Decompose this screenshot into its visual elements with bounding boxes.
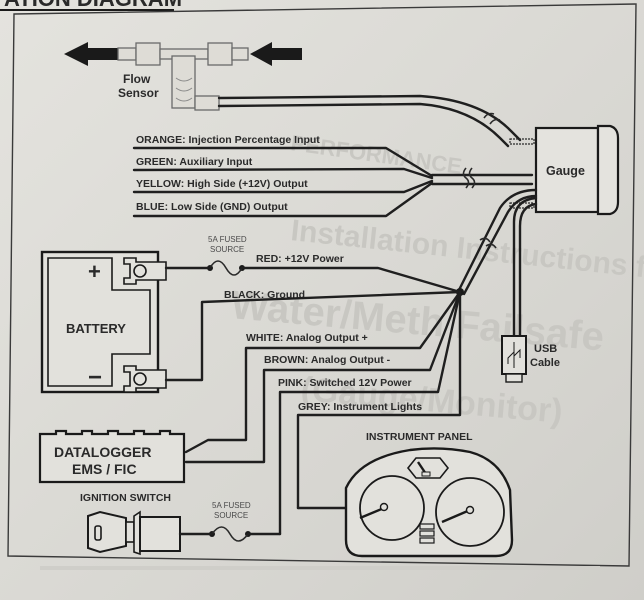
- usb-symbol-icon: [507, 342, 521, 368]
- flow-out-arrow-icon: [64, 42, 118, 66]
- right-needle: [441, 508, 471, 524]
- datalogger-label: DATALOGGER: [54, 444, 151, 460]
- fuse-element: [211, 526, 249, 542]
- diagram-frame: [7, 3, 637, 567]
- bleed-smudge: [40, 566, 600, 570]
- wire-label-green: GREEN: Auxiliary Input: [136, 156, 253, 168]
- fuse-label: 5A FUSED: [208, 235, 247, 244]
- left-needle: [359, 506, 385, 520]
- ignition-body: [139, 516, 181, 552]
- cable-break: [462, 167, 476, 189]
- wire-black: [164, 290, 462, 382]
- indicator-light: [419, 530, 435, 537]
- wire-red: [164, 266, 462, 294]
- flow-sensor-label: Flow: [123, 72, 151, 86]
- datalogger-label: EMS / FIC: [72, 461, 137, 477]
- battery: BATTERY + −: [40, 250, 167, 394]
- fitting: [207, 42, 233, 66]
- cable-break: [479, 237, 497, 249]
- fuse-bottom: 5A FUSED SOURCE: [178, 501, 282, 542]
- battery-label: BATTERY: [66, 321, 126, 336]
- usb-label: Cable: [530, 357, 560, 369]
- terminal-bolt: [133, 264, 147, 278]
- fuse-element: [209, 260, 243, 276]
- fuse-label: 5A FUSED: [212, 501, 251, 510]
- ignition-label: IGNITION SWITCH: [80, 492, 171, 504]
- instrument-cluster: [344, 447, 514, 558]
- needle-hub: [379, 502, 389, 512]
- flow-sensor-cable: [217, 94, 522, 142]
- power-wires: RED: +12V Power BLACK: Ground WHITE: Ana…: [164, 253, 462, 536]
- usb-wire: [512, 196, 538, 338]
- gauge-body: [534, 126, 600, 214]
- mounting-stud: [509, 138, 535, 145]
- terminal-bolt: [133, 372, 147, 386]
- signal-wires: ORANGE: Injection Percentage Input GREEN…: [132, 134, 534, 218]
- right-dial: [435, 477, 505, 547]
- wire-orange: [132, 146, 434, 178]
- fuse-label: SOURCE: [210, 245, 244, 254]
- wire-label-grey: GREY: Instrument Lights: [298, 401, 422, 413]
- needle-hub: [465, 505, 475, 515]
- flow-in-arrow-icon: [250, 42, 302, 66]
- wire-grey: [296, 290, 462, 510]
- wire-blue: [132, 181, 434, 218]
- sensor-detail: [175, 77, 193, 102]
- instrument-panel: INSTRUMENT PANEL: [344, 431, 514, 558]
- usb-wire: [518, 202, 538, 338]
- sensor-plug: [194, 95, 220, 111]
- key-collar: [125, 521, 135, 543]
- wire-label-pink: PINK: Switched 12V Power: [278, 377, 412, 389]
- wire-pink: [278, 290, 462, 536]
- negative-sign: −: [88, 364, 102, 391]
- fitting: [135, 42, 161, 66]
- wire-label-blue: BLUE: Low Side (GND) Output: [136, 201, 288, 213]
- wire-label-red: RED: +12V Power: [256, 253, 344, 265]
- needle-hub: [421, 471, 431, 477]
- indicator-light: [419, 537, 435, 544]
- fuse-top: 5A FUSED SOURCE: [207, 235, 247, 276]
- usb-label: USB: [534, 343, 557, 355]
- wire-white: [184, 290, 462, 454]
- datalogger-box: [38, 429, 186, 484]
- gauge: Gauge: [509, 124, 620, 216]
- wire-green: [132, 167, 434, 180]
- positive-sign: +: [88, 259, 101, 284]
- usb-cable: USB Cable: [501, 196, 560, 383]
- ignition-key: [87, 510, 127, 554]
- key-slot: [94, 525, 102, 541]
- flow-sensor-cable: [217, 102, 510, 148]
- flow-sensor-label: Sensor: [118, 86, 159, 100]
- wire-yellow: [132, 179, 434, 194]
- wire-brown: [184, 290, 462, 464]
- wire-label-orange: ORANGE: Injection Percentage Input: [136, 134, 320, 146]
- page-title: ATION DIAGRAM: [4, 0, 182, 11]
- instrument-panel-label: INSTRUMENT PANEL: [366, 431, 473, 443]
- fitting: [117, 47, 137, 61]
- battery-inner: [47, 257, 151, 387]
- gauge-bezel: [596, 124, 620, 216]
- key-flange: [133, 510, 141, 556]
- background-bleed-small: [40, 566, 600, 570]
- left-dial: [359, 475, 425, 541]
- usb-connector: [505, 373, 523, 383]
- wire-label-brown: BROWN: Analog Output -: [264, 354, 391, 366]
- negative-terminal: [123, 365, 167, 393]
- wire-label-white: WHITE: Analog Output +: [246, 332, 368, 344]
- datalogger: DATALOGGER EMS / FIC: [38, 429, 186, 484]
- indicator-light: [419, 523, 435, 530]
- power-harness: [456, 188, 538, 294]
- ignition-switch: IGNITION SWITCH: [80, 492, 181, 556]
- gauge-label: Gauge: [546, 164, 585, 178]
- fitting: [231, 47, 249, 61]
- sensor-body: [171, 55, 196, 109]
- fuse-label: SOURCE: [214, 511, 248, 520]
- wire-label-yellow: YELLOW: High Side (+12V) Output: [136, 178, 308, 190]
- cable-break: [483, 112, 501, 125]
- flow-sensor: Flow Sensor: [64, 42, 302, 111]
- power-harness: [462, 194, 538, 296]
- positive-terminal: [123, 257, 167, 285]
